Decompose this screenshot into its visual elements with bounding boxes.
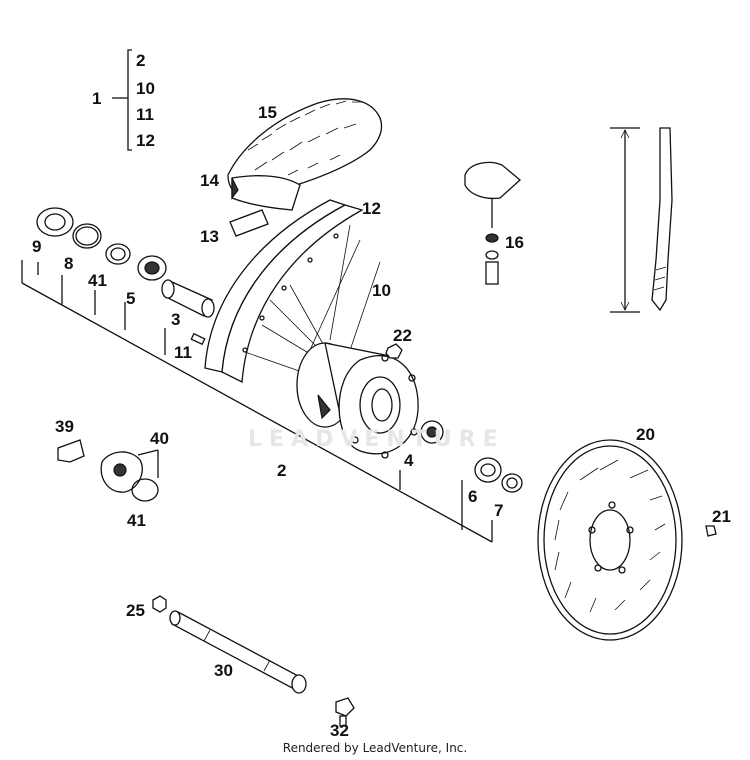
callout-group-11: 11 bbox=[136, 105, 154, 124]
assembly-axis-line bbox=[21, 260, 493, 543]
hub bbox=[296, 342, 419, 459]
callout-11: 11 bbox=[174, 343, 192, 362]
callout-3: 3 bbox=[171, 310, 181, 329]
callout-41-bottom: 41 bbox=[127, 511, 146, 530]
callout-41-top: 41 bbox=[88, 271, 107, 290]
callout-2: 2 bbox=[277, 461, 287, 480]
nipple-11 bbox=[190, 332, 206, 346]
speedo-drive bbox=[57, 439, 159, 502]
callout-1: 1 bbox=[92, 89, 102, 108]
callout-5: 5 bbox=[126, 289, 136, 308]
callout-20: 20 bbox=[636, 425, 655, 444]
ring bbox=[72, 223, 102, 249]
callout-12: 12 bbox=[362, 199, 381, 218]
callout-25: 25 bbox=[126, 601, 145, 620]
valve bbox=[464, 161, 521, 285]
footer-credit: Rendered by LeadVenture, Inc. bbox=[282, 741, 468, 755]
rim bbox=[204, 199, 364, 384]
spacer-right bbox=[501, 473, 523, 493]
callout-14: 14 bbox=[200, 171, 219, 190]
rim-band bbox=[229, 209, 269, 237]
axle bbox=[169, 610, 307, 694]
callout-7: 7 bbox=[494, 501, 504, 520]
group-bracket bbox=[112, 49, 132, 151]
callout-group-10: 10 bbox=[136, 79, 155, 98]
disc-bolt bbox=[705, 525, 717, 537]
callout-40: 40 bbox=[150, 429, 169, 448]
callout-30: 30 bbox=[214, 661, 233, 680]
watermark: LEADVENTURE bbox=[248, 427, 505, 452]
seal-right bbox=[474, 457, 502, 483]
bearing-left bbox=[137, 255, 167, 281]
callout-group-12: 12 bbox=[136, 131, 155, 150]
callout-16: 16 bbox=[505, 233, 524, 252]
fork-tube-outline bbox=[610, 127, 673, 313]
callout-13: 13 bbox=[200, 227, 219, 246]
bearing-right bbox=[420, 420, 444, 444]
callout-32: 32 bbox=[330, 721, 349, 740]
spokes bbox=[244, 224, 381, 381]
brake-disc bbox=[537, 439, 683, 641]
seal bbox=[36, 207, 74, 237]
callout-22: 22 bbox=[393, 326, 412, 345]
callout-group-2: 2 bbox=[136, 51, 146, 70]
callout-8: 8 bbox=[64, 254, 74, 273]
nut-22 bbox=[385, 343, 403, 359]
axle-nut bbox=[152, 595, 167, 613]
circlip bbox=[105, 243, 131, 265]
callout-4: 4 bbox=[404, 451, 414, 470]
callout-15: 15 bbox=[258, 103, 277, 122]
callout-6: 6 bbox=[468, 487, 478, 506]
callout-39: 39 bbox=[55, 417, 74, 436]
callout-21: 21 bbox=[712, 507, 731, 526]
callout-9: 9 bbox=[32, 237, 42, 256]
callout-10: 10 bbox=[372, 281, 391, 300]
clamp-bolt bbox=[335, 697, 355, 727]
inner-tube bbox=[231, 175, 301, 211]
spacer-tube bbox=[161, 279, 215, 318]
